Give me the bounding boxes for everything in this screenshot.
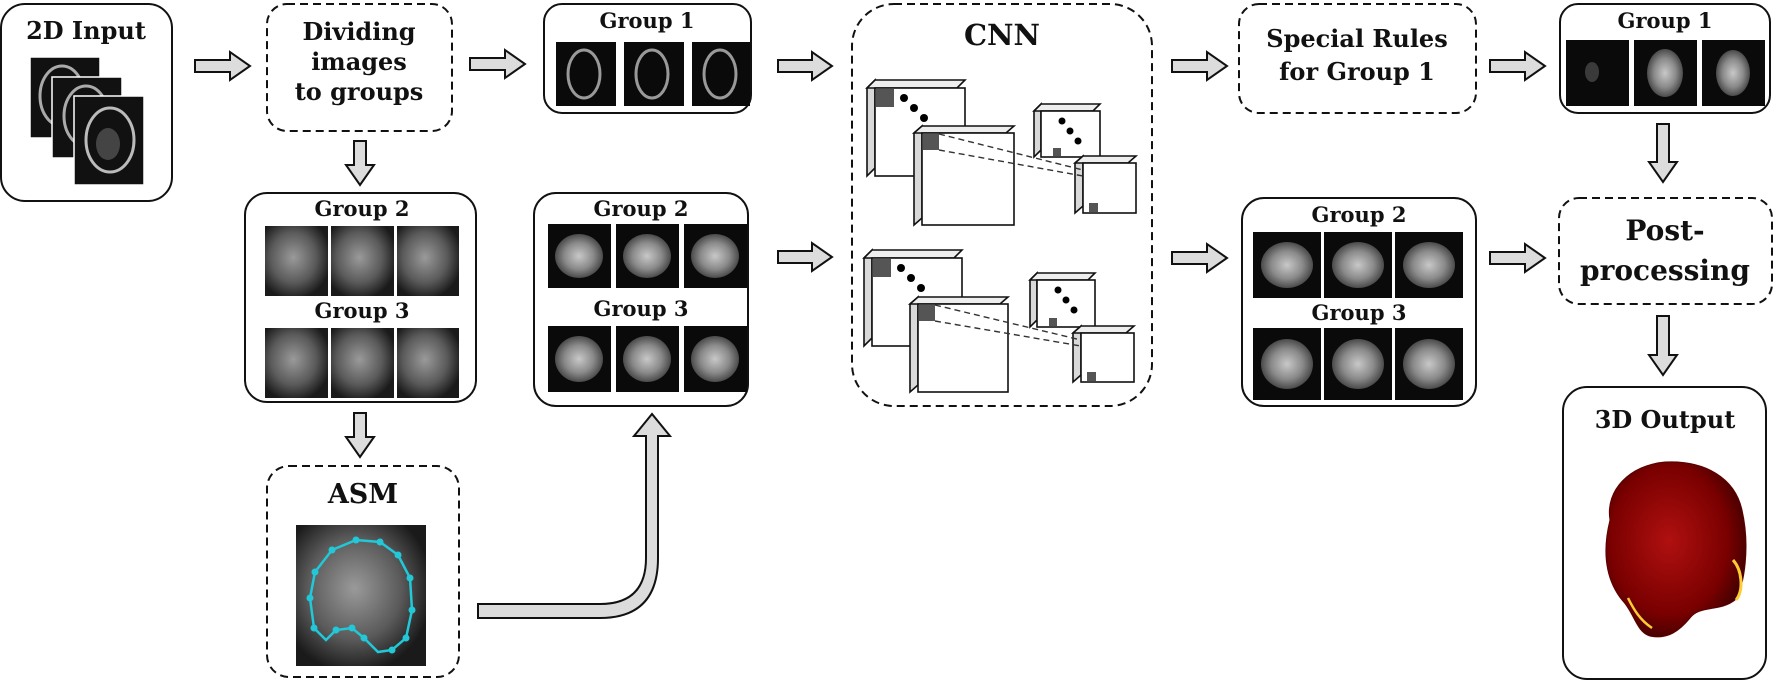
post-processing-line2: processing: [1580, 254, 1750, 287]
dividing-box: Dividing images to groups: [266, 3, 453, 132]
input-label: 2D Input: [26, 16, 146, 45]
cnn-upper-network: [865, 78, 1139, 227]
group2-stripped-label: Group 2: [594, 196, 689, 221]
output-highlight: [1731, 558, 1743, 601]
post-processing-line1: Post-: [1625, 214, 1704, 247]
group1-raw-label: Group 1: [600, 8, 695, 33]
group3-raw-label: Group 3: [315, 298, 410, 323]
input-slice-stack: [29, 56, 145, 186]
asm-mri-image: [296, 525, 426, 666]
group23-seg-box: Group 2 Group 3: [1241, 197, 1477, 407]
cnn-label: CNN: [964, 18, 1040, 52]
group23-raw-box: Group 2 Group 3: [244, 192, 477, 403]
output-volume-render: [1605, 461, 1747, 638]
group23-stripped-box: Group 2 Group 3: [533, 192, 749, 407]
group3-seg-label: Group 3: [1312, 300, 1407, 325]
output-label: 3D Output: [1595, 405, 1736, 434]
cnn-box: CNN: [851, 3, 1153, 407]
special-rules-box: Special Rules for Group 1: [1238, 3, 1477, 114]
asm-landmarks: [306, 536, 416, 654]
input-box: 2D Input: [0, 3, 173, 202]
group3-raw-thumbs: [265, 328, 459, 398]
group1-raw-thumbs: [556, 42, 750, 106]
group3-stripped-label: Group 3: [594, 296, 689, 321]
special-rules-line2: for Group 1: [1279, 57, 1435, 86]
group3-stripped-thumbs: [548, 326, 747, 392]
group1-seg-box: Group 1: [1559, 3, 1771, 114]
asm-label: ASM: [327, 479, 398, 510]
arrow-group1seg-to-post: [1647, 123, 1679, 184]
group2-seg-thumbs: [1253, 232, 1463, 298]
cnn-lower-network: [862, 248, 1137, 394]
group2-seg-label: Group 2: [1312, 202, 1407, 227]
asm-box: ASM: [266, 465, 460, 678]
output-box: 3D Output: [1562, 386, 1767, 680]
dividing-label-line2: images: [311, 47, 407, 76]
post-processing-box: Post- processing: [1558, 197, 1773, 305]
arrow-cnn-to-special: [1171, 50, 1229, 82]
special-rules-line1: Special Rules: [1266, 24, 1447, 53]
arrow-group23-to-asm: [344, 412, 376, 459]
group3-seg-thumbs: [1253, 328, 1463, 400]
output-highlight-2: [1626, 597, 1653, 630]
arrow-dividing-to-group1: [469, 48, 527, 80]
arrow-post-to-output: [1647, 315, 1679, 377]
group1-raw-box: Group 1: [543, 3, 752, 114]
flow-arrows: [194, 48, 1679, 619]
group2-raw-thumbs: [265, 226, 459, 296]
arrow-input-to-dividing: [194, 50, 252, 82]
dividing-label-line3: to groups: [295, 77, 424, 106]
group1-seg-thumbs: [1566, 40, 1765, 106]
arrow-group23seg-to-post: [1489, 242, 1547, 274]
group2-raw-label: Group 2: [315, 196, 410, 221]
arrow-dividing-to-group23: [344, 140, 376, 187]
arrow-group1-to-cnn: [777, 50, 834, 82]
arrow-asm-to-group23-stripped: [477, 412, 673, 619]
dividing-label-line1: Dividing: [302, 17, 415, 46]
arrow-special-to-group1seg: [1489, 50, 1547, 82]
group2-stripped-thumbs: [548, 224, 747, 288]
arrow-cnn-to-group23seg: [1171, 242, 1229, 274]
group1-seg-label: Group 1: [1618, 8, 1713, 33]
arrow-group23-to-cnn: [777, 241, 834, 273]
